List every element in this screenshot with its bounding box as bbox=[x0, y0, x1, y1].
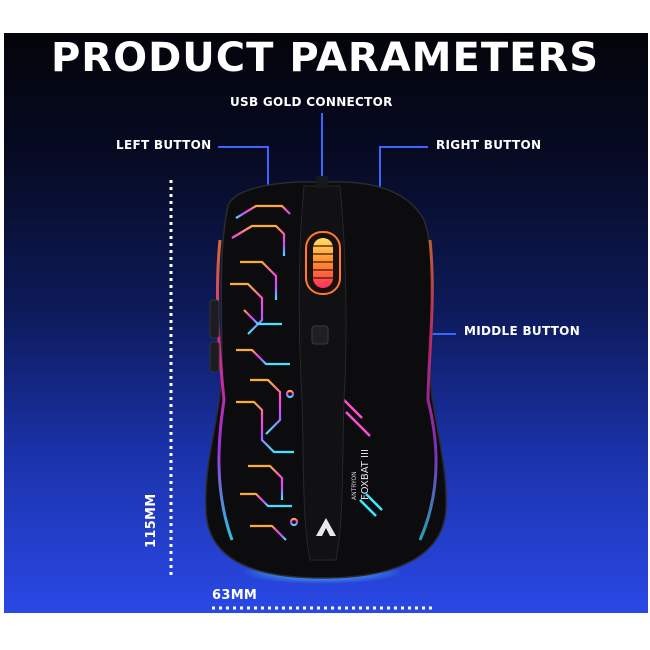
middle-button-label: MIDDLE BUTTON bbox=[464, 324, 581, 338]
side-button-back bbox=[209, 341, 220, 373]
page-title: PRODUCT PARAMETERS bbox=[50, 35, 600, 81]
left-button-label: LEFT BUTTON bbox=[116, 138, 212, 152]
right-button-label: RIGHT BUTTON bbox=[436, 138, 542, 152]
width-dimension-label: 63MM bbox=[212, 588, 258, 603]
antryon-logo-icon bbox=[316, 518, 336, 536]
right-rgb-strip bbox=[418, 239, 438, 541]
mouse-branding: ANTRYON FOXBAT III bbox=[351, 449, 371, 500]
dimension-lines bbox=[169, 180, 432, 610]
branding-line1: ANTRYON bbox=[351, 471, 358, 500]
usb-connector-label: USB GOLD CONNECTOR bbox=[230, 95, 393, 109]
branding-line2: FOXBAT III bbox=[360, 449, 371, 500]
scroll-wheel bbox=[313, 238, 333, 288]
usb-cable-entry bbox=[316, 176, 328, 188]
side-button-forward bbox=[209, 299, 220, 339]
middle-button-shape bbox=[311, 325, 329, 345]
circuit-accent-right-lower bbox=[359, 493, 383, 517]
height-dimension-label: 115MM bbox=[144, 493, 159, 548]
left-rgb-strip bbox=[215, 239, 234, 541]
scroll-wheel-ridges bbox=[313, 245, 333, 279]
